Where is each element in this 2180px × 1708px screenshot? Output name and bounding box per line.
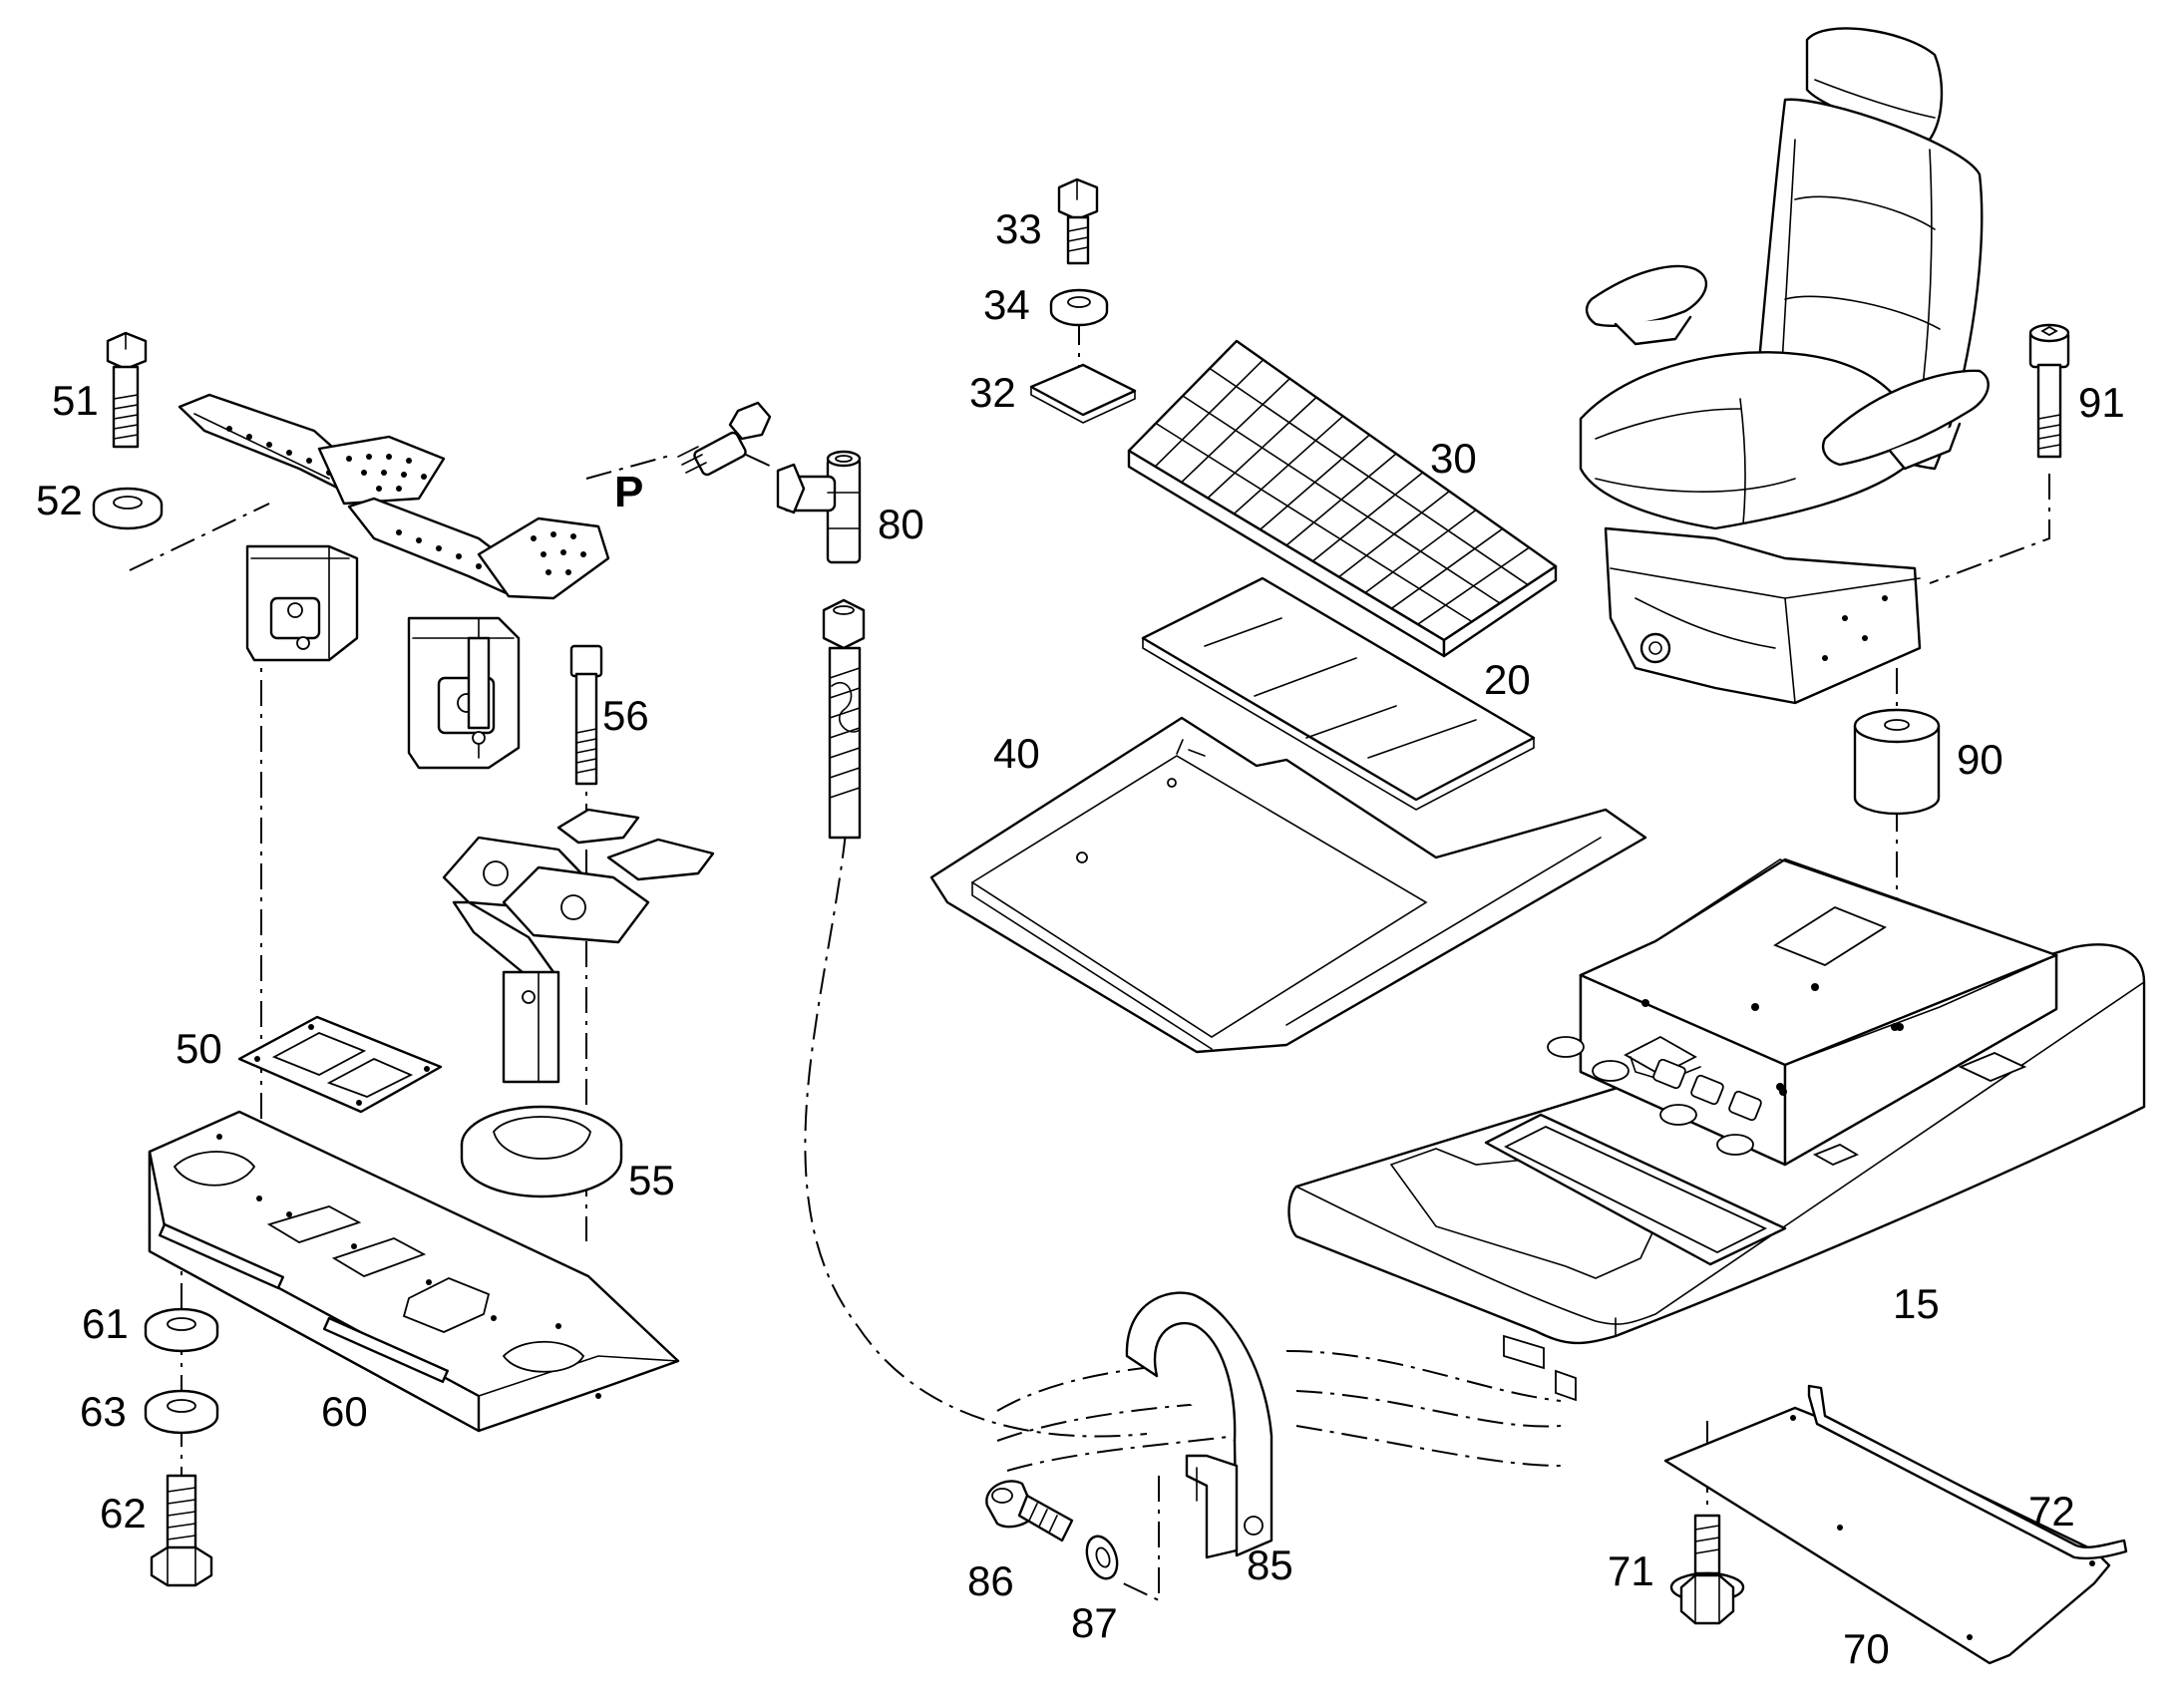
- grating-bar: [1154, 359, 1265, 468]
- pedal-assembly: [178, 393, 610, 770]
- isolator-90: [1853, 708, 1941, 816]
- grating-bar: [1337, 490, 1451, 578]
- callout-33: 33: [995, 205, 1042, 252]
- plate-50: [237, 1015, 443, 1114]
- clamp-85: [1125, 1291, 1273, 1559]
- washer-61: [144, 1307, 219, 1353]
- mat-40: [929, 716, 1647, 1054]
- cab-floor-15: [1287, 857, 2146, 1402]
- callout-55: 55: [628, 1157, 675, 1203]
- grating-bar: [1233, 415, 1344, 515]
- callout-labels: 51 52 P 56 50 55 60 61 63 62 80 33 34 32…: [36, 205, 2125, 1672]
- bolt-86: [985, 1480, 1074, 1542]
- grating-bar: [1364, 509, 1477, 594]
- glass-panel-20: [1141, 576, 1536, 811]
- grating-bar: [1207, 396, 1317, 500]
- callout-72: 72: [2028, 1488, 2075, 1535]
- callout-61: 61: [82, 1300, 129, 1347]
- callout-15: 15: [1893, 1280, 1940, 1327]
- callout-52: 52: [36, 477, 83, 523]
- callout-30: 30: [1430, 435, 1477, 482]
- callout-40: 40: [993, 730, 1040, 777]
- bolt-56: [569, 644, 603, 786]
- callout-20: 20: [1484, 656, 1531, 703]
- cover-70: [1663, 1406, 2111, 1665]
- callout-63: 63: [80, 1388, 127, 1435]
- callout-port-p: P: [614, 468, 643, 516]
- hose-80: [822, 598, 866, 840]
- grating-bar: [1390, 527, 1504, 610]
- callout-91: 91: [2078, 379, 2125, 426]
- grating-bar: [1416, 546, 1531, 625]
- port-fitting: [677, 401, 772, 477]
- fitting-80: [776, 450, 862, 564]
- grating-bar: [1285, 453, 1397, 546]
- callout-32: 32: [969, 369, 1016, 416]
- callout-51: 51: [52, 377, 99, 424]
- callout-86: 86: [967, 1557, 1014, 1604]
- callout-50: 50: [176, 1025, 222, 1072]
- bolt-51: [106, 331, 148, 449]
- bolt-71: [1669, 1514, 1745, 1625]
- callout-34: 34: [983, 281, 1030, 328]
- callout-85: 85: [1247, 1541, 1293, 1588]
- bolt-62: [150, 1474, 213, 1587]
- base-plate-60: [148, 1110, 680, 1433]
- callout-71: 71: [1608, 1547, 1654, 1594]
- washer-34: [1049, 288, 1109, 327]
- washer-52: [92, 487, 164, 530]
- grating-bar: [1259, 434, 1371, 530]
- pedal-unit-lower: [442, 808, 715, 1084]
- washer-63: [144, 1389, 219, 1435]
- operator-seat: [1579, 27, 1990, 705]
- grating-bar: [1180, 377, 1291, 484]
- strip-72: [1807, 1384, 2128, 1560]
- grating-bar: [1311, 472, 1424, 562]
- callout-90: 90: [1957, 736, 2003, 783]
- callout-87: 87: [1071, 1599, 1118, 1646]
- callout-70: 70: [1843, 1625, 1890, 1672]
- callout-62: 62: [100, 1490, 147, 1537]
- plate-32: [1029, 363, 1137, 424]
- callout-56: 56: [602, 692, 649, 739]
- callout-80: 80: [878, 501, 924, 547]
- washer-87: [1085, 1535, 1119, 1580]
- callout-60: 60: [321, 1388, 368, 1435]
- bolt-91: [2028, 323, 2070, 459]
- ring-55: [460, 1105, 623, 1198]
- grating-30: [1127, 339, 1558, 658]
- bolt-33: [1057, 177, 1099, 265]
